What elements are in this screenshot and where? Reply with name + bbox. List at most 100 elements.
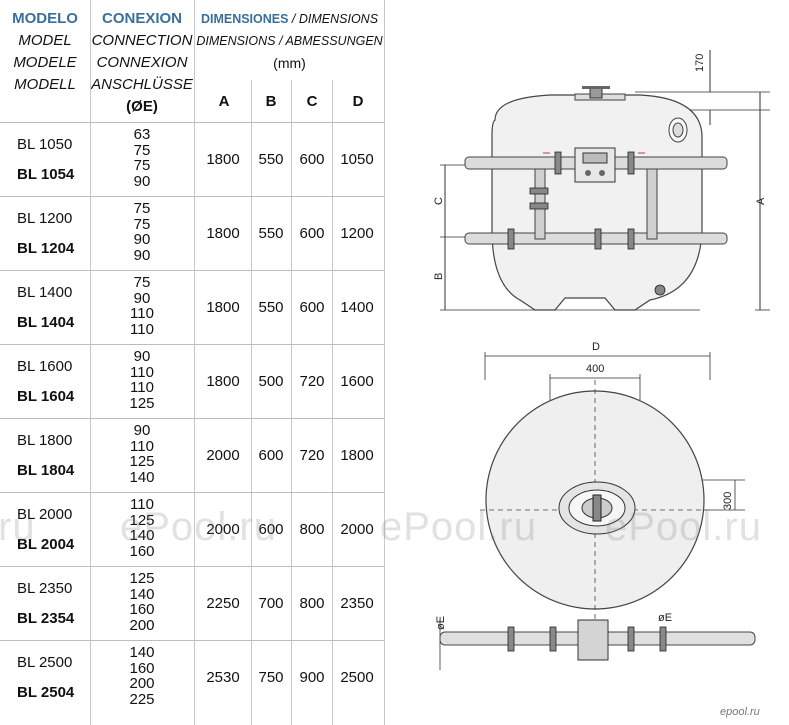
col-c-header: C bbox=[306, 93, 318, 110]
model-name-bold: BL 2004 bbox=[17, 536, 75, 553]
col-b-header: B bbox=[265, 93, 277, 110]
divider bbox=[0, 122, 385, 123]
connection-size: 90 bbox=[133, 422, 151, 439]
dim-d: 1200 bbox=[340, 225, 374, 242]
divider bbox=[332, 80, 333, 725]
model-name-bold: BL 1604 bbox=[17, 388, 75, 405]
dim-a: 2530 bbox=[206, 669, 240, 686]
divider bbox=[194, 0, 195, 725]
model-name: BL 2350 bbox=[17, 580, 73, 597]
dim-label-170: 170 bbox=[694, 54, 706, 72]
dim-a: 2250 bbox=[206, 595, 240, 612]
dimensions-header-fr-de: DIMENSIONS / ABMESSUNGEN bbox=[196, 34, 383, 48]
connection-size: 140 bbox=[129, 644, 155, 661]
dim-c: 600 bbox=[299, 225, 325, 242]
dim-b: 700 bbox=[258, 595, 284, 612]
connection-header-es: CONEXION bbox=[101, 10, 182, 27]
dim-label-300: 300 bbox=[722, 492, 734, 510]
connection-size: 160 bbox=[129, 659, 155, 677]
dimensions-header-es: DIMENSIONES bbox=[200, 12, 289, 26]
divider bbox=[251, 80, 252, 725]
connection-size: 75 bbox=[133, 215, 151, 233]
dim-c: 800 bbox=[299, 521, 325, 538]
divider bbox=[0, 196, 385, 197]
model-header-es: MODELO bbox=[12, 10, 78, 27]
dim-label-b: B bbox=[433, 273, 445, 280]
dim-b: 550 bbox=[258, 225, 284, 242]
watermark: ePool.ru bbox=[605, 505, 762, 549]
col-a-header: A bbox=[218, 93, 230, 110]
dim-d: 1050 bbox=[340, 151, 374, 168]
model-name-bold: BL 1804 bbox=[17, 462, 75, 479]
connection-size: 125 bbox=[129, 511, 155, 529]
connection-header-fr: CONNEXION bbox=[96, 54, 188, 71]
connection-header-de: ANSCHLÜSSE bbox=[91, 76, 193, 93]
dim-label-a: A bbox=[755, 197, 767, 205]
col-d-header: D bbox=[352, 93, 364, 110]
model-name: BL 1600 bbox=[17, 358, 73, 375]
dim-label-oe-left: øE bbox=[435, 616, 447, 630]
connection-size: 225 bbox=[129, 690, 155, 708]
model-header: MODELO MODEL MODELE MODELL bbox=[0, 8, 90, 96]
connection-size: 125 bbox=[129, 453, 155, 470]
divider bbox=[0, 640, 385, 641]
connection-size: 140 bbox=[129, 527, 155, 544]
model-name: BL 2500 bbox=[17, 654, 73, 671]
table-header: MODELO MODEL MODELE MODELL CONEXION CONN… bbox=[0, 0, 385, 122]
dim-b: 600 bbox=[258, 447, 284, 464]
dim-c: 600 bbox=[299, 299, 325, 316]
connection-size: 75 bbox=[133, 157, 151, 174]
connection-size: 90 bbox=[133, 246, 151, 264]
connection-size: 110 bbox=[130, 496, 154, 513]
model-name: BL 1400 bbox=[17, 284, 73, 301]
dim-c: 900 bbox=[299, 669, 325, 686]
model-name: BL 1800 bbox=[17, 432, 73, 449]
watermark: .ru bbox=[0, 505, 36, 549]
model-name-bold: BL 1404 bbox=[17, 314, 75, 331]
dim-a: 2000 bbox=[206, 521, 240, 538]
connection-size: 110 bbox=[130, 437, 154, 455]
divider bbox=[384, 0, 385, 725]
dim-b: 600 bbox=[258, 521, 284, 538]
model-name-bold: BL 2354 bbox=[17, 610, 75, 627]
dim-c: 720 bbox=[299, 373, 325, 390]
connection-size: 90 bbox=[133, 289, 151, 307]
connection-header: CONEXION CONNECTION CONNEXION ANSCHLÜSSE… bbox=[90, 8, 194, 118]
dim-b: 500 bbox=[258, 373, 284, 390]
dim-a: 1800 bbox=[206, 225, 240, 242]
model-name: BL 2000 bbox=[17, 506, 73, 523]
dim-d: 1600 bbox=[340, 373, 374, 390]
dim-b: 550 bbox=[258, 299, 284, 316]
divider bbox=[0, 418, 385, 419]
dim-a: 1800 bbox=[206, 373, 240, 390]
model-name-bold: BL 1054 bbox=[17, 166, 75, 183]
connection-size: 63 bbox=[133, 126, 151, 143]
dimensions-header-en: / DIMENSIONS bbox=[288, 12, 379, 26]
dimensions-unit: (mm) bbox=[273, 55, 306, 71]
dim-d: 2350 bbox=[340, 595, 374, 612]
dim-b: 750 bbox=[258, 669, 284, 686]
connection-size: 90 bbox=[133, 231, 151, 248]
dim-label-c: C bbox=[433, 197, 445, 205]
divider bbox=[0, 492, 385, 493]
dimensions-table: MODELO MODEL MODELE MODELL CONEXION CONN… bbox=[0, 0, 385, 725]
divider bbox=[291, 80, 292, 725]
dim-d: 1400 bbox=[340, 299, 374, 316]
dim-c: 720 bbox=[299, 447, 325, 464]
connection-size: 75 bbox=[133, 141, 151, 159]
watermark: ePool.ru bbox=[120, 505, 277, 549]
divider bbox=[90, 0, 91, 725]
dim-d: 2000 bbox=[340, 521, 374, 538]
divider bbox=[0, 344, 385, 345]
dim-c: 800 bbox=[299, 595, 325, 612]
